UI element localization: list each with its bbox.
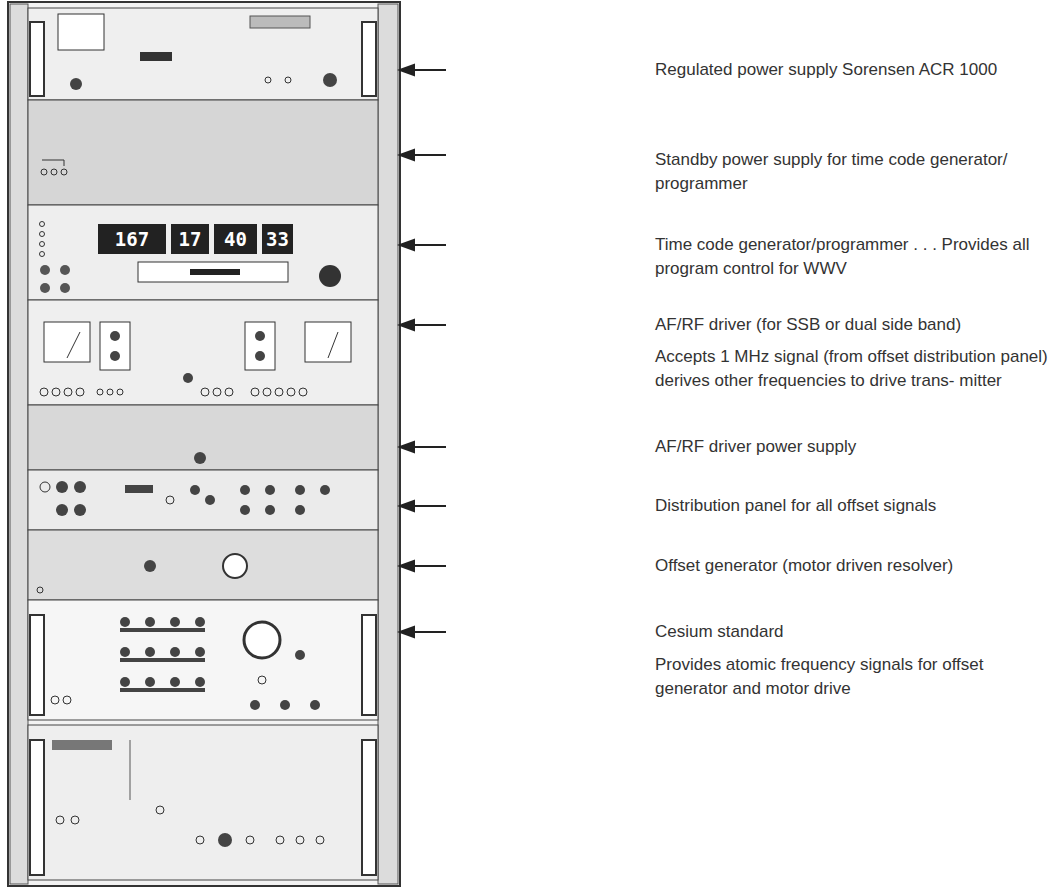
switch	[60, 283, 70, 293]
handle	[362, 22, 376, 96]
part-label: AF/RF driver power supply	[655, 435, 1055, 459]
lamp	[51, 696, 59, 704]
controls	[56, 806, 324, 844]
knob	[110, 351, 120, 361]
switch	[40, 283, 50, 293]
display-digits: 40	[214, 226, 257, 252]
knob	[310, 700, 320, 710]
knob	[194, 452, 206, 464]
driver-panel	[28, 300, 378, 405]
control-box	[245, 322, 275, 370]
lamp	[63, 696, 71, 704]
offset-generator-panel	[28, 530, 378, 600]
display	[214, 224, 257, 254]
knob	[183, 373, 193, 383]
part-label: Regulated power supply Sorensen ACR 1000	[655, 58, 1055, 82]
slot	[138, 262, 288, 282]
slot	[190, 269, 240, 275]
knob	[280, 700, 290, 710]
rack-rail	[378, 4, 398, 884]
time-code-panel	[28, 205, 378, 300]
power-supply-panel	[28, 8, 378, 100]
badge	[140, 52, 172, 61]
rack-rail	[10, 4, 28, 884]
meter	[58, 14, 104, 50]
knob	[110, 331, 120, 341]
handle	[30, 22, 44, 96]
driver-supply-panel	[28, 405, 378, 470]
lamp	[258, 676, 266, 684]
part-label: AF/RF driver (for SSB or dual side band)	[655, 313, 1055, 337]
switch	[60, 265, 70, 275]
dial	[244, 622, 280, 658]
needle	[328, 332, 338, 358]
handle	[362, 740, 376, 875]
display-digits: 17	[171, 226, 209, 252]
wire	[42, 160, 64, 166]
meter	[44, 322, 90, 362]
part-label: Offset generator (motor driven resolver)	[655, 554, 1055, 578]
jacks	[40, 481, 330, 516]
knob	[255, 351, 265, 361]
display-digits: 167	[98, 226, 166, 252]
knob	[323, 73, 337, 87]
display-digits: 33	[262, 226, 293, 252]
display	[171, 224, 209, 254]
lamp	[40, 252, 45, 257]
handle	[362, 615, 376, 715]
lamp	[265, 77, 271, 83]
part-note: Provides atomic frequency signals for of…	[655, 653, 1055, 700]
part-label: Time code generator/programmer . . . Pro…	[655, 233, 1055, 280]
badge	[250, 16, 310, 28]
divider	[130, 740, 131, 800]
lamp	[40, 232, 45, 237]
rack-frame	[8, 2, 400, 886]
knob	[218, 833, 232, 847]
part-note: Accepts 1 MHz signal (from offset distri…	[655, 345, 1055, 392]
terminal	[51, 169, 57, 175]
knob	[70, 78, 82, 90]
knob	[255, 331, 265, 341]
knob	[250, 700, 260, 710]
terminal	[61, 169, 67, 175]
dial	[223, 554, 247, 578]
lamp	[40, 222, 45, 227]
lamp	[285, 77, 291, 83]
lamp	[40, 242, 45, 247]
standby-supply-panel	[28, 100, 378, 205]
part-label: Standby power supply for time code gener…	[655, 148, 1055, 195]
part-label: Distribution panel for all offset signal…	[655, 494, 1055, 518]
display	[98, 224, 166, 254]
needle	[67, 332, 80, 358]
bottom-unit-panel	[28, 725, 378, 880]
part-label: Cesium standard	[655, 620, 1055, 644]
cesium-panel	[28, 600, 378, 720]
terminal	[41, 169, 47, 175]
switch	[40, 265, 50, 275]
badge	[52, 740, 112, 750]
connector-row	[40, 388, 307, 396]
distribution-panel	[28, 470, 378, 530]
display	[262, 224, 293, 254]
lamp	[37, 587, 43, 593]
knob	[319, 265, 341, 287]
meter	[305, 322, 351, 362]
leader-arrows	[400, 65, 446, 637]
terminal-grid	[120, 617, 205, 692]
knob	[295, 650, 305, 660]
handle	[30, 615, 44, 715]
knob	[144, 560, 156, 572]
handle	[30, 740, 44, 875]
control-box	[100, 322, 130, 370]
